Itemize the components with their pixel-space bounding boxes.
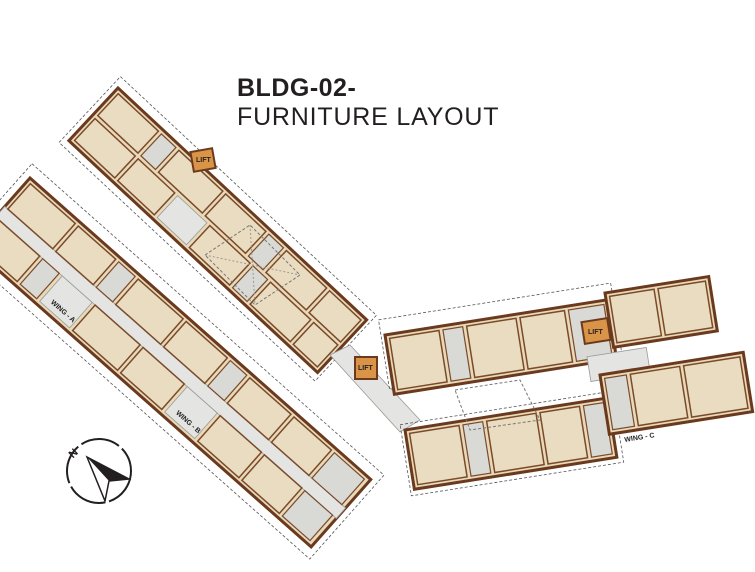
north-arrow-icon: N (66, 438, 132, 504)
wing-a-b-block: WING - A WING - B (0, 163, 385, 560)
svg-text:LIFT: LIFT (588, 329, 603, 336)
title-line-1: BLDG-02- (237, 74, 357, 102)
lift-1: LIFT (189, 147, 217, 173)
svg-text:LIFT: LIFT (358, 365, 373, 372)
units-left-wing (0, 182, 366, 542)
courtyard-right (454, 379, 541, 431)
svg-text:LIFT: LIFT (196, 157, 211, 164)
wing-c-lower: WING - C (586, 346, 755, 444)
courtyard (204, 224, 301, 306)
drawing-title: BLDG-02- FURNITURE LAYOUT (237, 76, 499, 130)
title-line-2: FURNITURE LAYOUT (237, 103, 500, 131)
wing-c-label: WING - C (624, 432, 655, 444)
wing-c-block (603, 274, 720, 350)
connecting-corridor (329, 344, 421, 433)
right-block-lower (399, 390, 625, 497)
lift-2: LIFT (354, 356, 378, 380)
lift-3: LIFT (580, 316, 612, 346)
